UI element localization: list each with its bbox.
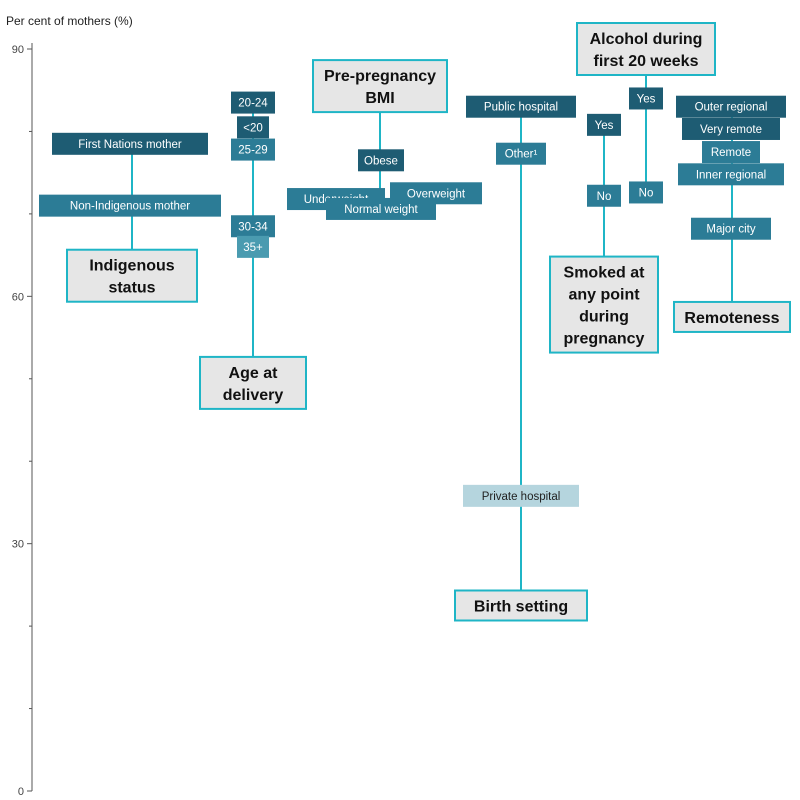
data-point-label: Inner regional: [696, 169, 766, 181]
data-point-box: [587, 113, 621, 136]
category-label: Indigenous: [89, 258, 174, 275]
data-point-box: [587, 184, 621, 207]
category-label: Pre-pregnancy: [324, 68, 436, 85]
category-label: Smoked at: [564, 265, 646, 282]
data-point-box: [52, 132, 208, 155]
data-point-label: Other¹: [505, 149, 538, 161]
category-label: first 20 weeks: [594, 53, 699, 70]
data-point-box: [237, 116, 269, 139]
data-point-label: First Nations mother: [78, 139, 182, 151]
data-point-label: 20-24: [238, 98, 268, 110]
data-point-label: Very remote: [700, 124, 762, 136]
y-tick-label: 0: [18, 786, 24, 798]
data-point-box: [463, 484, 579, 507]
category-label: Birth setting: [474, 599, 568, 616]
category-box: [66, 248, 198, 303]
y-tick-label: 30: [12, 539, 24, 551]
category-label: Age at: [229, 365, 279, 382]
data-point-box: [676, 95, 786, 118]
data-point-box: [682, 117, 780, 140]
data-point-box: [231, 215, 275, 238]
category-box: [454, 589, 588, 622]
data-point-box: [39, 194, 221, 217]
category-label: BMI: [365, 90, 394, 107]
y-tick-label: 90: [12, 44, 24, 56]
category-group: ObeseOverweightUnderweightNormal weightP…: [287, 59, 482, 220]
data-point-label: Normal weight: [344, 204, 418, 216]
category-label: any point: [568, 287, 640, 304]
data-point-box: [702, 141, 760, 164]
data-point-box: [237, 235, 269, 258]
data-point-box: [466, 95, 576, 118]
data-point-label: No: [639, 187, 654, 199]
data-point-label: Yes: [637, 93, 656, 105]
category-label: status: [108, 280, 155, 297]
data-point-label: Non-Indigenous mother: [70, 201, 190, 213]
data-point-label: Public hospital: [484, 102, 558, 114]
data-point-box: [629, 87, 663, 110]
data-point-label: Overweight: [407, 188, 466, 200]
category-label: pregnancy: [564, 331, 645, 348]
data-point-label: No: [597, 191, 612, 203]
data-point-box: [326, 197, 436, 220]
data-point-label: Yes: [595, 120, 614, 132]
data-point-label: Obese: [364, 155, 398, 167]
data-point-box: [231, 91, 275, 114]
data-point-label: Outer regional: [695, 102, 768, 114]
category-label: Remoteness: [684, 310, 779, 327]
category-box: [199, 355, 307, 410]
data-point-box: [629, 181, 663, 204]
data-point-label: Private hospital: [482, 491, 561, 503]
data-point-box: [358, 149, 404, 172]
data-point-box: [231, 138, 275, 161]
category-box: [576, 22, 716, 76]
data-point-label: 35+: [243, 242, 263, 254]
category-label: Alcohol during: [590, 31, 703, 48]
data-point-box: [496, 142, 546, 165]
data-point-label: Major city: [706, 224, 755, 236]
y-axis-title: Per cent of mothers (%): [6, 14, 133, 28]
category-box: [673, 300, 791, 333]
y-tick-label: 60: [12, 291, 24, 303]
category-group: 20-24 <20 25-29 30-34 35+ Age at delivery: [199, 91, 307, 410]
category-label: during: [579, 309, 629, 326]
data-point-label: Remote: [711, 147, 751, 159]
data-point-label: 30-34: [238, 221, 268, 233]
data-point-label: <20: [243, 122, 263, 134]
data-point-box: [678, 163, 784, 186]
data-point-box: [691, 217, 771, 240]
category-box: [549, 255, 659, 354]
category-label: delivery: [223, 387, 284, 404]
category-box: [312, 59, 448, 114]
data-point-label: 25-29: [238, 145, 267, 157]
